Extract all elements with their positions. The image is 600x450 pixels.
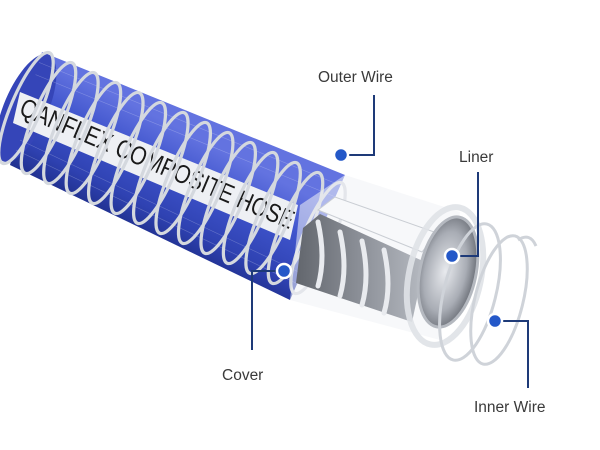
outer-wire-loop	[199, 140, 258, 256]
callout-dot	[486, 312, 504, 330]
outer-wire-loop	[0, 50, 55, 166]
label-liner: Liner	[459, 149, 493, 166]
outer-wire-loop	[131, 110, 190, 226]
callout-dot	[443, 247, 461, 265]
callout-dot	[332, 146, 350, 164]
label-outer-wire: Outer Wire	[318, 69, 393, 86]
callout-inner-wire: Inner Wire	[474, 312, 546, 416]
outer-wire-loop	[42, 70, 100, 186]
liner-cutaway	[290, 175, 487, 348]
callout-dot	[275, 262, 293, 280]
outer-wire-loop	[109, 100, 168, 216]
label-inner-wire: Inner Wire	[474, 399, 546, 416]
outer-wire-loop	[176, 130, 235, 246]
outer-wire-loop	[154, 120, 213, 236]
outer-wire-loop	[64, 80, 123, 196]
label-cover: Cover	[222, 367, 263, 384]
callout-liner: Liner	[443, 149, 493, 265]
callout-outer-wire: Outer Wire	[318, 69, 393, 164]
callout-cover: Cover	[222, 262, 293, 384]
outer-wire-helix	[0, 50, 347, 296]
outer-wire-loop	[244, 160, 302, 276]
outer-wire-loop	[86, 90, 145, 206]
outer-wire-loop	[19, 60, 78, 176]
inner-wire-coil	[438, 222, 538, 366]
outer-wire-loop	[221, 150, 280, 266]
